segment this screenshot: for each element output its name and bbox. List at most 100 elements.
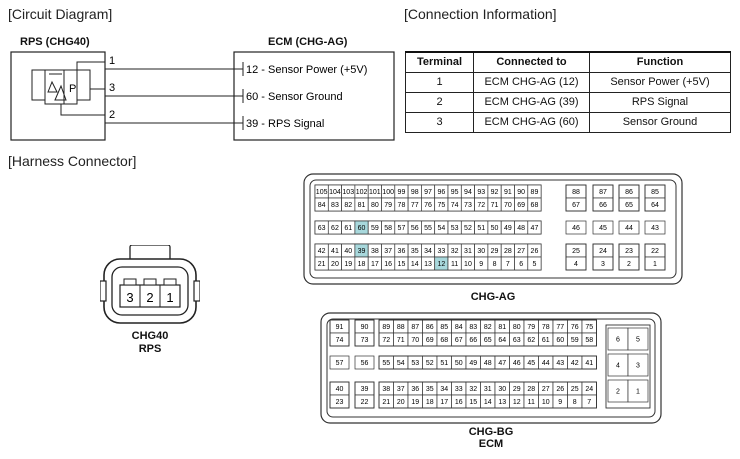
pin-block xyxy=(618,184,640,212)
pin-number: 35 xyxy=(426,386,434,393)
table-cell: Sensor Power (+5V) xyxy=(589,71,731,93)
pin-block xyxy=(378,381,597,409)
table-row: 1 ECM CHG-AG (12) Sensor Power (+5V) xyxy=(405,71,731,93)
pin-number: 5 xyxy=(636,337,640,344)
pin-number: 30 xyxy=(498,386,506,393)
pin-number: 34 xyxy=(440,386,448,393)
pin-block xyxy=(565,243,587,271)
pin-number: 99 xyxy=(398,189,406,196)
pin-number: 69 xyxy=(426,337,434,344)
pin-number: 17 xyxy=(440,399,448,406)
pin-number: 5 xyxy=(532,261,536,268)
pin-number: 85 xyxy=(651,189,659,196)
pin-number: 33 xyxy=(455,386,463,393)
pin-number: 6 xyxy=(519,261,523,268)
pin-number: 88 xyxy=(397,324,405,331)
pin-number: 98 xyxy=(411,189,419,196)
pin-number: 32 xyxy=(469,386,477,393)
pin-number: 69 xyxy=(517,202,525,209)
pin-number: 77 xyxy=(411,202,419,209)
table-header-row: Terminal Connected to Function xyxy=(405,51,731,73)
pin-number: 64 xyxy=(498,337,506,344)
pin-number: 64 xyxy=(651,202,659,209)
pin-block xyxy=(605,324,651,409)
pin-number: 15 xyxy=(398,261,406,268)
pin-cell xyxy=(644,220,666,235)
pin-number: 103 xyxy=(342,189,354,196)
pin-number: 82 xyxy=(344,202,352,209)
pin-number: 19 xyxy=(344,261,352,268)
pin-number: 92 xyxy=(491,189,499,196)
pin-number: 23 xyxy=(336,399,344,406)
pin-number: 60 xyxy=(358,225,366,232)
pin-number: 79 xyxy=(527,324,535,331)
table-row: 2 ECM CHG-AG (39) RPS Signal xyxy=(405,91,731,113)
pin-block xyxy=(565,184,587,212)
rps-connector-name: CHG40 xyxy=(131,330,169,342)
pin-number: 58 xyxy=(384,225,392,232)
pin-number: 8 xyxy=(573,399,577,406)
pin-number: 68 xyxy=(440,337,448,344)
pin-number: 80 xyxy=(371,202,379,209)
pin-number: 9 xyxy=(479,261,483,268)
pin-number: 19 xyxy=(411,399,419,406)
table-cell: 2 xyxy=(405,91,474,113)
table-cell: Sensor Ground xyxy=(589,111,731,133)
pin-number: 43 xyxy=(556,360,564,367)
pin-number: 12 xyxy=(437,261,445,268)
pin-number: 25 xyxy=(572,248,580,255)
pin-number: 84 xyxy=(455,324,463,331)
pin-block xyxy=(378,319,597,347)
pin-number: 48 xyxy=(484,360,492,367)
pin-number: 76 xyxy=(571,324,579,331)
pin-number: 56 xyxy=(411,225,419,232)
pin-number: 75 xyxy=(437,202,445,209)
pin-number: 47 xyxy=(531,225,539,232)
pin-cell xyxy=(354,355,375,370)
pin-number: 73 xyxy=(464,202,472,209)
table-cell: ECM CHG-AG (60) xyxy=(473,111,590,133)
pin-number: 51 xyxy=(440,360,448,367)
pin-number: 100 xyxy=(382,189,394,196)
pin-cell xyxy=(527,197,542,212)
pin-number: 91 xyxy=(504,189,512,196)
pin-number: 40 xyxy=(344,248,352,255)
pin-number: 73 xyxy=(361,337,369,344)
table-row: 3 ECM CHG-AG (60) Sensor Ground xyxy=(405,111,731,133)
pin-cell xyxy=(527,256,542,271)
pin-number: 82 xyxy=(484,324,492,331)
pin-number: 74 xyxy=(336,337,344,344)
pin-number: 42 xyxy=(318,248,326,255)
pin-number: 87 xyxy=(411,324,419,331)
pin-number: 65 xyxy=(484,337,492,344)
table-cell: RPS Signal xyxy=(589,91,731,113)
pin-number: 20 xyxy=(331,261,339,268)
pin-number: 17 xyxy=(371,261,379,268)
pin-number: 87 xyxy=(599,189,607,196)
pin-number: 90 xyxy=(361,324,369,331)
pin-number: 36 xyxy=(398,248,406,255)
pin-number: 67 xyxy=(455,337,463,344)
wire-label-sensor-ground: 60 - Sensor Ground xyxy=(246,91,343,103)
wire-label-sensor-power: 12 - Sensor Power (+5V) xyxy=(246,64,367,76)
pin-number: 27 xyxy=(542,386,550,393)
pin-number: 58 xyxy=(585,337,593,344)
pin-number: 74 xyxy=(451,202,459,209)
pin-number: 60 xyxy=(556,337,564,344)
pin-number: 38 xyxy=(371,248,379,255)
pin-number: 10 xyxy=(464,261,472,268)
pin-number: 29 xyxy=(491,248,499,255)
pin-number: 57 xyxy=(336,360,344,367)
pin-number: 66 xyxy=(469,337,477,344)
pin-number: 51 xyxy=(477,225,485,232)
pin-number: 70 xyxy=(411,337,419,344)
rps-connector: 3 2 1 xyxy=(100,245,200,324)
pin-number: 16 xyxy=(455,399,463,406)
pin-number: 54 xyxy=(437,225,445,232)
pin-number: 67 xyxy=(572,202,580,209)
table-cell: ECM CHG-AG (39) xyxy=(473,91,590,113)
pin-number: 4 xyxy=(574,261,578,268)
pin-number: 70 xyxy=(504,202,512,209)
pin-number: 45 xyxy=(599,225,607,232)
